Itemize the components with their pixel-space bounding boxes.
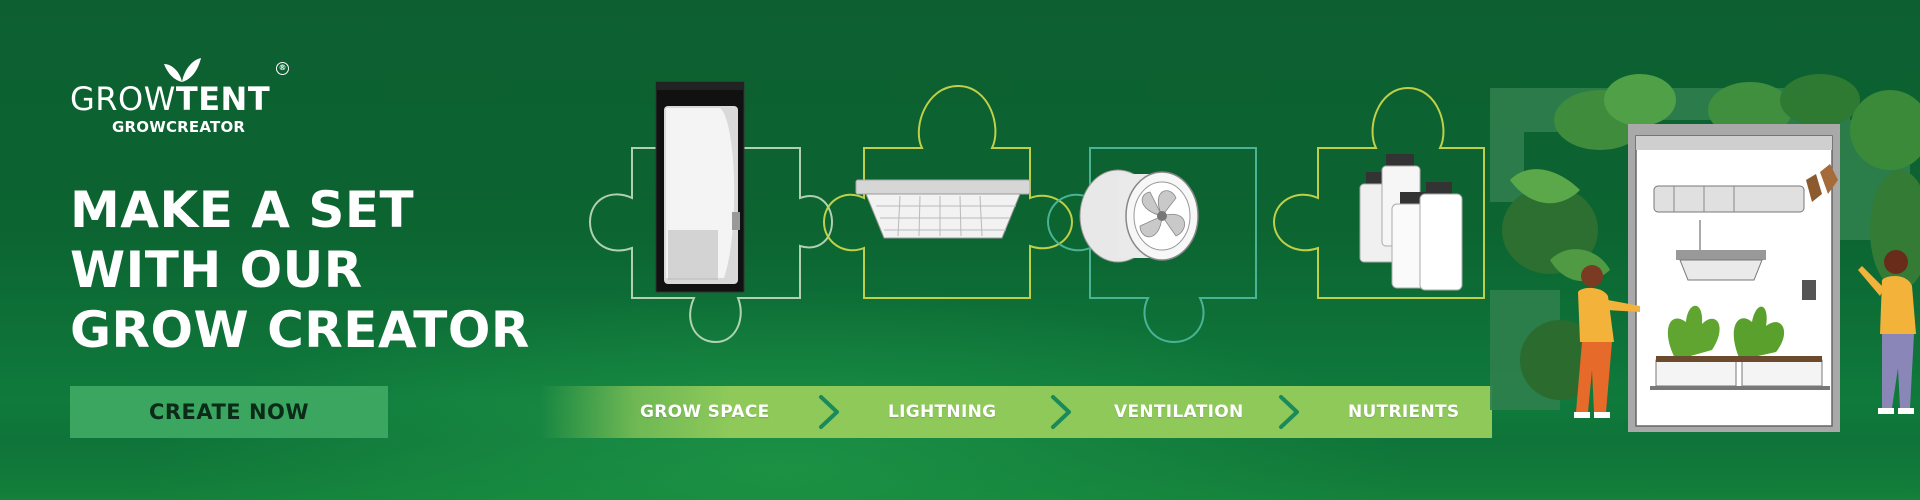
fan-icon [1079,169,1199,263]
headline: MAKE A SET WITH OUR GROW CREATOR [70,180,560,360]
person-left-illustration [1574,265,1640,418]
logo-tent-text: TENT [175,80,271,118]
step-nutrients[interactable]: NUTRIENTS [1348,402,1460,422]
headline-line-2: WITH OUR [70,241,363,299]
headline-line-1: MAKE A SET [70,181,415,239]
step-ventilation[interactable]: VENTILATION [1114,402,1244,422]
puzzle-piece-lightning [822,84,1074,299]
chevron-right-icon [1279,395,1299,429]
chevron-right-icon [819,395,839,429]
puzzle-piece-nutrients [1272,86,1485,299]
create-now-button[interactable]: CREATE NOW [70,386,388,438]
person-right-illustration [1858,250,1916,414]
registered-mark: ® [276,62,289,75]
tent-illustration [1628,124,1840,432]
puzzle-steps-illustration [588,81,1485,344]
led-light-icon [855,179,1031,239]
steps-bar: GROW SPACE LIGHTNING VENTILATION NUTRIEN… [540,386,1492,438]
step-lightning[interactable]: LIGHTNING [888,402,997,422]
growtent-logo[interactable]: GROWTENT ® GROWCREATOR [70,52,300,142]
leaf-icon [164,58,201,82]
logo-subtitle: GROWCREATOR [112,118,246,136]
logo-wordmark: GROWTENT [70,80,270,118]
bottom-glow [0,440,1920,500]
puzzle-piece-grow-space [588,147,834,344]
nutrient-bottles-icon [1359,154,1463,291]
puzzle-piece-ventilation [1046,147,1257,344]
logo-grow-text: GROW [70,80,176,118]
headline-line-3: GROW CREATOR [70,301,530,359]
step-grow-space[interactable]: GROW SPACE [640,402,770,422]
chevron-right-icon [1051,395,1071,429]
grow-tent-scene-illustration [1490,74,1920,432]
grow-tent-icon [655,81,745,293]
